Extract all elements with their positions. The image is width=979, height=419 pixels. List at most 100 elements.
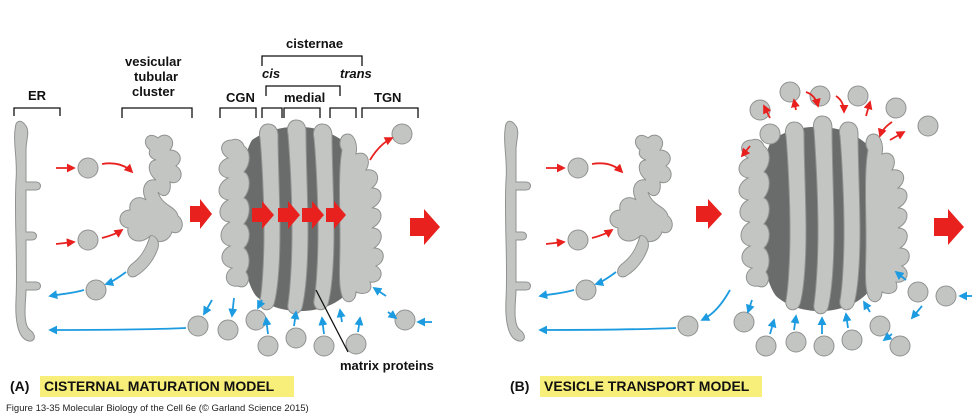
retrograde-arrow bbox=[882, 332, 893, 342]
trans-label: trans bbox=[340, 66, 372, 81]
retrograde-arrow bbox=[594, 271, 617, 286]
vesicle bbox=[759, 123, 781, 145]
cgn-label: CGN bbox=[226, 90, 255, 105]
retrograde-arrow bbox=[767, 318, 777, 335]
vesicle bbox=[567, 229, 589, 251]
vesicular-tubular-cluster bbox=[609, 134, 673, 242]
anterograde-arrow bbox=[878, 121, 893, 138]
retrograde-arrow bbox=[700, 289, 731, 321]
vesicle bbox=[677, 315, 699, 337]
retrograde-arrow bbox=[257, 299, 266, 310]
retrograde-arrow bbox=[387, 310, 398, 320]
retrograde-arrow bbox=[228, 297, 238, 318]
vesicle bbox=[885, 97, 907, 119]
retrograde-arrow bbox=[842, 312, 852, 329]
cis-label: cis bbox=[262, 66, 280, 81]
er-membrane bbox=[504, 120, 531, 342]
maturation-arrow-tgn bbox=[326, 201, 346, 229]
retrograde-arrow bbox=[538, 325, 677, 335]
retrograde-arrow bbox=[48, 325, 187, 335]
cgn-bracket bbox=[219, 107, 257, 118]
big-exit-arrow bbox=[934, 209, 964, 245]
maturation-arrow-cis bbox=[252, 201, 274, 229]
matrix-proteins-pointer bbox=[315, 289, 349, 353]
medial-label: medial bbox=[284, 90, 325, 105]
vesicle bbox=[77, 157, 99, 179]
tgn-label: TGN bbox=[374, 90, 401, 105]
trans-cisterna bbox=[839, 121, 861, 311]
er-membrane bbox=[14, 120, 41, 342]
retrograde-arrow bbox=[104, 271, 127, 286]
anterograde-arrow bbox=[101, 162, 134, 174]
matrix-proteins-label: matrix proteins bbox=[340, 358, 434, 373]
vesicle bbox=[575, 279, 597, 301]
retrograde-arrow bbox=[910, 305, 923, 320]
cgn-membrane bbox=[738, 138, 770, 288]
anterograde-arrow bbox=[591, 229, 614, 239]
retrograde-arrow bbox=[790, 314, 800, 331]
panel-b-letter: (B) bbox=[510, 378, 529, 394]
vesicular-tubular-cluster bbox=[119, 134, 183, 242]
vesicle bbox=[733, 311, 755, 333]
vtc-bracket bbox=[121, 107, 193, 118]
tgn-bracket bbox=[361, 107, 419, 118]
retrograde-arrow bbox=[290, 310, 300, 327]
anterograde-arrow bbox=[835, 95, 849, 114]
anterograde-arrow bbox=[805, 91, 821, 108]
cisternae-label: cisternae bbox=[286, 36, 343, 51]
retrograde-arrow bbox=[336, 308, 346, 323]
vesicle bbox=[917, 115, 939, 137]
retrograde-arrow bbox=[318, 316, 328, 335]
big-exit-arrow bbox=[410, 209, 440, 245]
vesicle bbox=[841, 329, 863, 351]
tgn-membrane bbox=[339, 133, 384, 303]
panel-b-title-highlight bbox=[540, 376, 762, 397]
vesicle bbox=[847, 85, 869, 107]
vesicular-tubular-cluster-arm bbox=[617, 235, 649, 278]
retrograde-arrow bbox=[48, 289, 85, 300]
vesicle bbox=[935, 285, 957, 307]
vtc-label-line2: tubular bbox=[134, 69, 178, 84]
anterograde-arrow bbox=[863, 100, 873, 117]
anterograde-arrow bbox=[55, 238, 76, 248]
vtc-label-line1: vesicular bbox=[125, 54, 181, 69]
panel-a-title: CISTERNAL MATURATION MODEL bbox=[44, 378, 275, 394]
vesicle bbox=[285, 327, 307, 349]
vesicle bbox=[779, 81, 801, 103]
vesicle bbox=[755, 335, 777, 357]
retrograde-arrow bbox=[354, 316, 364, 333]
cgn-membrane bbox=[218, 138, 250, 288]
vesicle bbox=[313, 335, 335, 357]
panel-b-title: VESICLE TRANSPORT MODEL bbox=[544, 378, 750, 394]
vesicle bbox=[394, 309, 416, 331]
anterograde-arrow bbox=[763, 104, 772, 119]
maturation-arrow-trans bbox=[302, 201, 324, 229]
cis-to-trans-divider bbox=[265, 85, 341, 96]
cisternae-bracket bbox=[261, 55, 363, 66]
anterograde-arrow bbox=[101, 229, 124, 239]
anterograde-arrow bbox=[369, 137, 394, 161]
anterograde-arrow bbox=[545, 238, 566, 248]
vesicle bbox=[245, 309, 267, 331]
vesicle bbox=[869, 315, 891, 337]
trans-bracket bbox=[329, 107, 357, 118]
vesicle bbox=[813, 335, 835, 357]
retrograde-arrow bbox=[863, 300, 872, 313]
retrograde-arrow bbox=[262, 316, 272, 335]
cis-cisterna bbox=[785, 121, 807, 311]
trans-cisterna bbox=[313, 123, 335, 311]
big-maturation-arrow bbox=[190, 199, 212, 229]
vesicle bbox=[77, 229, 99, 251]
big-transport-arrow bbox=[696, 199, 722, 229]
panel-a: ER vesicular tubular cluster cisternae c… bbox=[10, 36, 440, 397]
vesicle bbox=[391, 123, 413, 145]
anterograde-arrow bbox=[740, 145, 751, 158]
vesicle bbox=[187, 315, 209, 337]
vesicle bbox=[345, 333, 367, 355]
panel-a-letter: (A) bbox=[10, 378, 29, 394]
maturation-arrow-medial bbox=[278, 201, 300, 229]
anterograde-arrow bbox=[889, 131, 906, 141]
vesicle bbox=[785, 331, 807, 353]
